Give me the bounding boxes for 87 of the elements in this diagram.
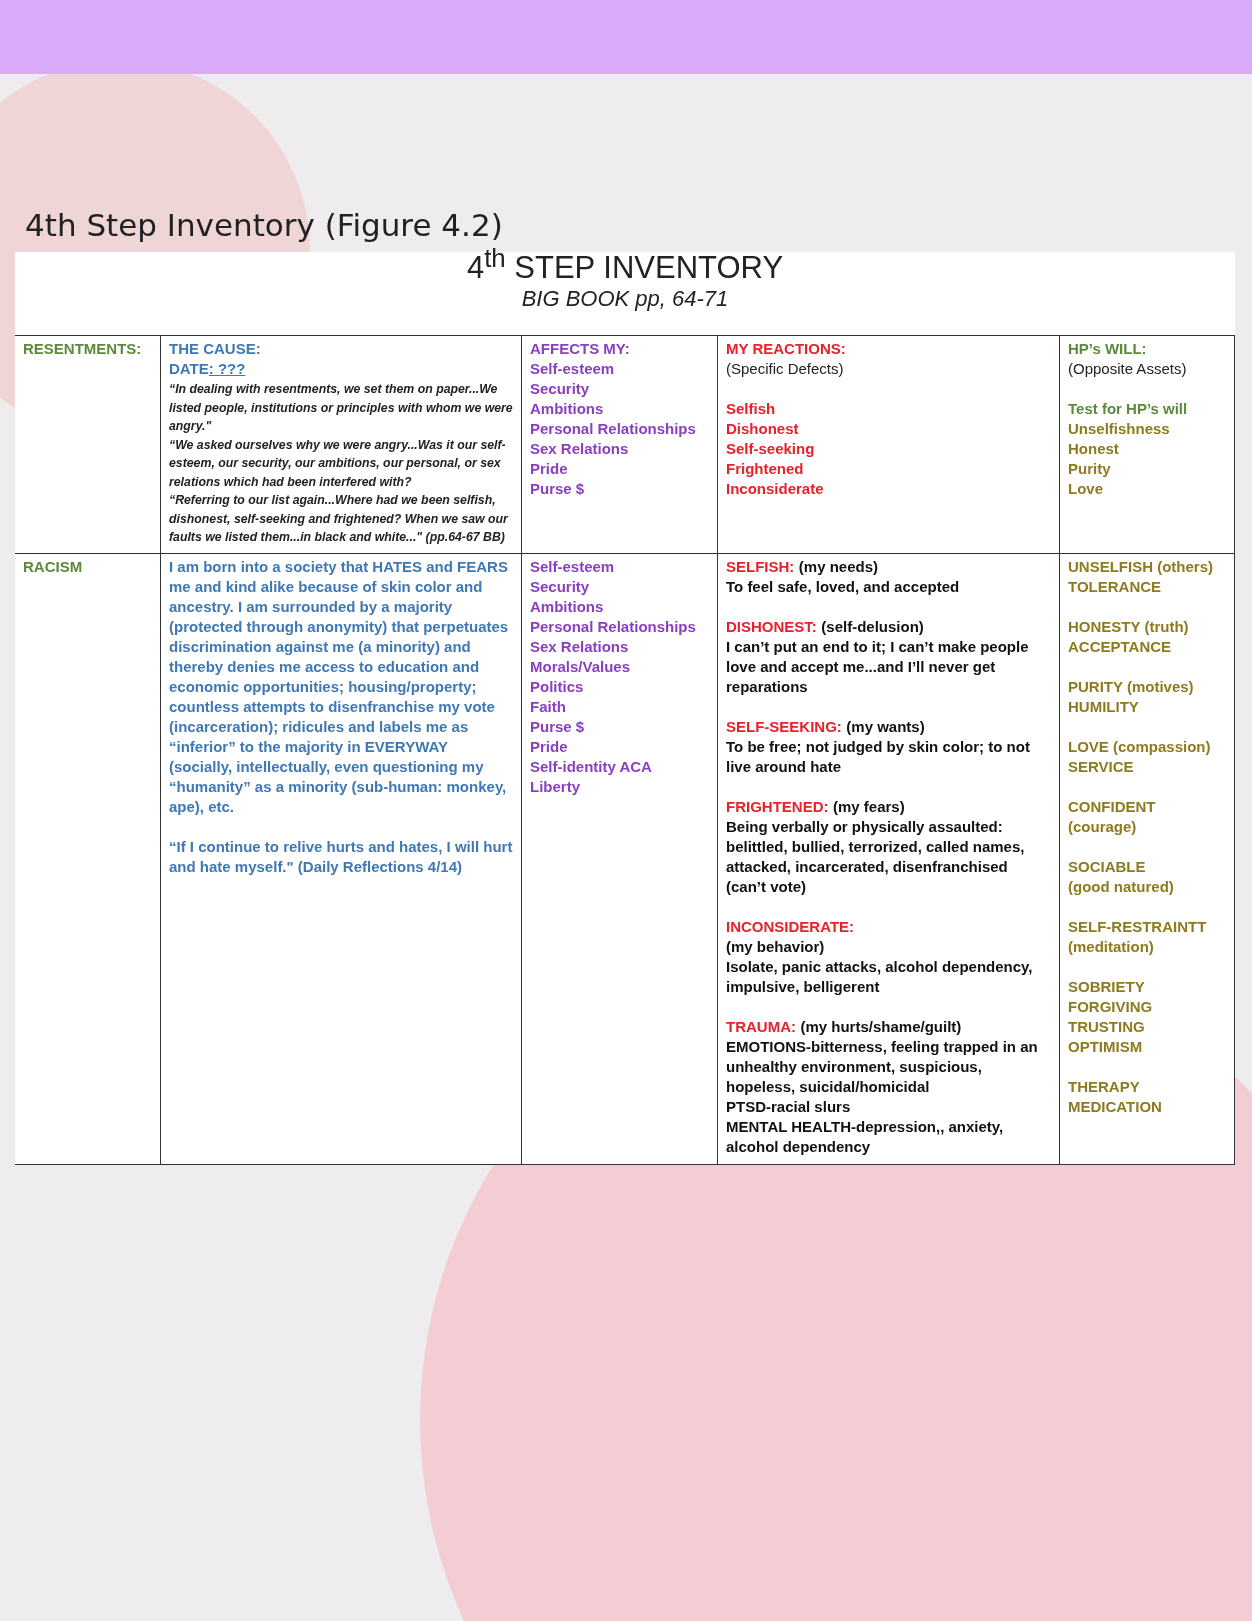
description-text: (my fears) — [832, 798, 905, 815]
list-item: UNSELFISH (others) — [1068, 558, 1213, 575]
description-text: (my behavior) — [726, 938, 825, 955]
list-item: PURITY (motives) — [1068, 678, 1194, 695]
list-item: (meditation) — [1068, 938, 1154, 955]
description-text: (self-delusion) — [821, 618, 924, 635]
description-text: To feel safe, loved, and accepted — [726, 578, 960, 595]
description-text: MENTAL HEALTH-depression,, anxiety, alcohol dependency — [726, 1118, 1004, 1155]
list-item: Ambitions — [530, 400, 604, 417]
description-text: Isolate, panic attacks, alcohol dependency, impulsive, belligerent — [726, 958, 1033, 995]
note-text: (Specific Defects) — [726, 360, 844, 377]
list-item: Love — [1068, 480, 1103, 497]
list-item: Politics — [530, 678, 584, 695]
column-heading: MY REACTIONS: — [726, 340, 846, 357]
list-item: Self-identity ACA — [530, 758, 652, 775]
column-heading: : ??? — [208, 360, 246, 377]
list-item: SELF-RESTRAINTT — [1068, 918, 1207, 935]
description-text: (my wants) — [846, 718, 925, 735]
list-item: Faith — [530, 698, 566, 715]
description-text: I can’t put an end to it; I can’t make people love and accept me...and I’ll never get reparations — [726, 638, 1029, 695]
column-heading: HP’s WILL: — [1068, 340, 1147, 357]
column-heading: SELF-SEEKING: — [726, 718, 842, 735]
list-item: Morals/Values — [530, 658, 631, 675]
column-heading: TRAUMA: — [726, 1018, 796, 1035]
list-item: LOVE (compassion) — [1068, 738, 1211, 755]
list-item: Selfish — [726, 400, 776, 417]
list-item: Self-esteem — [530, 360, 615, 377]
list-item: THERAPY — [1068, 1078, 1140, 1095]
column-heading: AFFECTS MY: — [530, 340, 630, 357]
list-item: TRUSTING — [1068, 1018, 1145, 1035]
list-item: Self-seeking — [726, 440, 815, 457]
list-item: Frightened — [726, 460, 804, 477]
list-item: Security — [530, 380, 590, 397]
list-item: Personal Relationships — [530, 618, 696, 635]
list-item: MEDICATION — [1068, 1098, 1162, 1115]
list-item: Purse $ — [530, 480, 585, 497]
list-item: Pride — [530, 460, 568, 477]
list-item: TOLERANCE — [1068, 578, 1162, 595]
list-item: OPTIMISM — [1068, 1038, 1143, 1055]
list-item: CONFIDENT — [1068, 798, 1156, 815]
quote-text: “In dealing with resentments, we set them on paper...We listed people, institutions or principles with whom we were angry." — [169, 382, 513, 433]
list-item: Inconsiderate — [726, 480, 824, 497]
row-heading: RACISM — [23, 558, 83, 575]
paragraph-text: I am born into a society that HATES and FEARS me and kind alike because of skin color and ancestry. I am surrounded by a majority (protected through anonymity) that perpetuates discrimination against me (a minority) and thereby denies me access to education and economic opportunities; housing/property; countless attempts to disenfranchise my vote (incarceration); ridicules and labels me as “inferior” to the majority in EVERYWAY (socially, intellectually, even questioning my “humanity” as a minority (sub-human: monkey, ape), etc. — [169, 558, 509, 815]
quote-text: “If I continue to relive hurts and hates, I will hurt and hate myself." (Daily Reflections 4/14) — [169, 838, 513, 875]
description-text: To be free; not judged by skin color; to not live around hate — [726, 738, 1030, 775]
list-item: SOCIABLE — [1068, 858, 1146, 875]
list-item: HONESTY (truth) — [1068, 618, 1189, 635]
list-item: ACCEPTANCE — [1068, 638, 1172, 655]
list-item: SOBRIETY — [1068, 978, 1145, 995]
list-item: Ambitions — [530, 598, 604, 615]
list-item: Personal Relationships — [530, 420, 696, 437]
list-item: (good natured) — [1068, 878, 1174, 895]
column-heading: INCONSIDERATE: — [726, 918, 855, 935]
table-subtitle: BIG BOOK pp, 64-71 — [521, 286, 729, 311]
description-text: PTSD-racial slurs — [726, 1098, 851, 1115]
table-title: 4$^{th}$ STEP INVENTORY — [466, 250, 784, 286]
note-text: (Opposite Assets) — [1068, 360, 1187, 377]
list-item: HUMILITY — [1068, 698, 1139, 715]
list-item: Sex Relations — [530, 638, 629, 655]
list-item: Test for HP’s will — [1068, 400, 1188, 417]
list-item: Honest — [1068, 440, 1119, 457]
column-heading: FRIGHTENED: — [726, 798, 829, 815]
list-item: Security — [530, 578, 590, 595]
list-item: FORGIVING — [1068, 998, 1153, 1015]
description-text: EMOTIONS-bitterness, feeling trapped in an unhealthy environment, suspicious, hopeless, suicidal/homicidal — [726, 1038, 1038, 1095]
description-text: (my needs) — [798, 558, 878, 575]
list-item: Pride — [530, 738, 568, 755]
quote-text: “Referring to our list again...Where had we been selfish, dishonest, self-seeking and frightened? When we saw our faults we listed them...in black and white..." (pp.64-67 BB) — [169, 493, 508, 544]
list-item: Liberty — [530, 778, 580, 795]
row-heading: RESENTMENTS: — [23, 340, 142, 357]
page-title: 4th Step Inventory (Figure 4.2) — [25, 207, 503, 243]
column-heading: DATE — [169, 360, 209, 377]
list-item: Self-esteem — [530, 558, 615, 575]
list-item: SERVICE — [1068, 758, 1134, 775]
list-item: Purity — [1068, 460, 1111, 477]
column-heading: THE CAUSE: — [169, 340, 261, 357]
list-item: Purse $ — [530, 718, 585, 735]
quote-text: “We asked ourselves why we were angry...Was it our self-esteem, our security, our ambitions, our personal, or sex relations which had been interfered with? — [169, 437, 506, 489]
list-item: Sex Relations — [530, 440, 629, 457]
description-text: (my hurts/shame/guilt) — [800, 1018, 962, 1035]
list-item: Unselfishness — [1068, 420, 1170, 437]
column-heading: SELFISH: — [726, 558, 795, 575]
list-item: Dishonest — [726, 420, 799, 437]
list-item: (courage) — [1068, 818, 1137, 835]
column-heading: DISHONEST: — [726, 618, 817, 635]
description-text: Being verbally or physically assaulted: belittled, bullied, terrorized, called names, attacked, incarcerated, disenfranchised (can’t vote) — [726, 818, 1025, 895]
